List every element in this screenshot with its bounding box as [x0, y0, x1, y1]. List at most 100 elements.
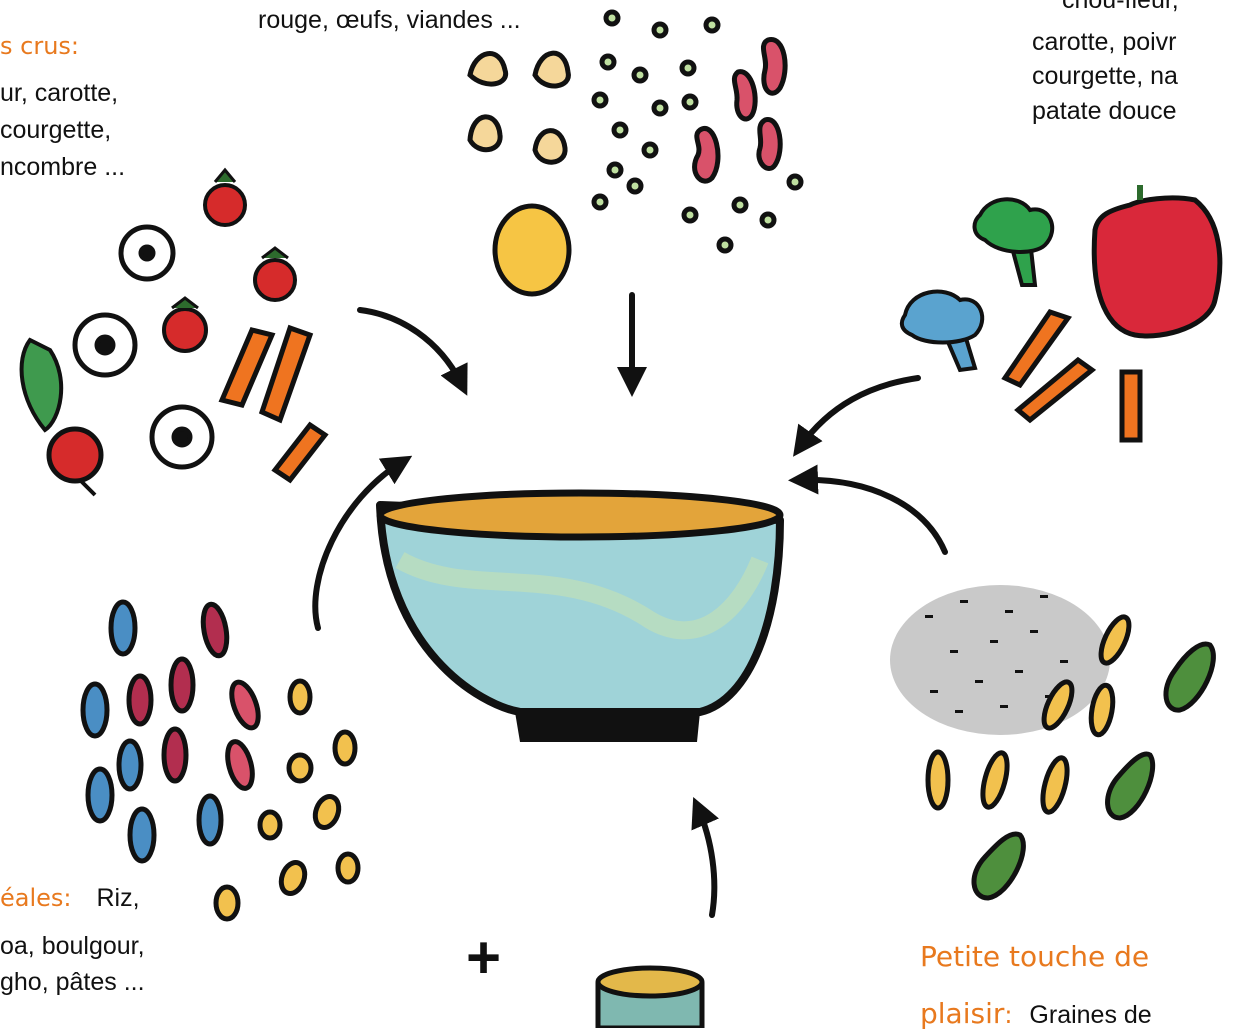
arrow-icon	[800, 480, 945, 552]
kidney-bean-icon	[763, 40, 785, 94]
grain-icon	[223, 739, 257, 791]
grain-icon	[130, 809, 154, 861]
pumpkin-seed-icon	[974, 834, 1023, 898]
lentil-icon	[602, 56, 614, 68]
grain-group	[83, 602, 358, 919]
arrow-icon	[360, 310, 462, 385]
cauliflower-icon	[902, 292, 982, 370]
left-top-line: ur, carotte,	[0, 75, 118, 112]
grain-icon	[226, 679, 263, 732]
kidney-bean-icon	[734, 72, 755, 119]
left-top-label-text: s crus	[0, 32, 71, 60]
lentil-icon	[629, 180, 641, 192]
lentil-icon	[654, 24, 666, 36]
cucumber-slice-icon	[75, 315, 135, 375]
chickpea-icon	[535, 131, 565, 163]
kidney-bean-group	[695, 40, 786, 182]
grain-icon	[171, 659, 193, 711]
chickpea-icon	[535, 53, 568, 86]
lentil-icon	[734, 199, 746, 211]
lentil-icon	[719, 239, 731, 251]
left-bottom-line: gho, pâtes ...	[0, 964, 145, 1001]
left-top-line: courgette,	[0, 112, 111, 149]
grain-icon	[119, 741, 141, 789]
left-top-label-colon: :	[71, 32, 79, 60]
lentil-icon	[654, 102, 666, 114]
grain-icon	[277, 859, 309, 897]
grain-icon	[129, 676, 151, 724]
chickpea-icon	[470, 54, 506, 84]
lentil-icon	[684, 96, 696, 108]
lentil-icon	[706, 19, 718, 31]
grain-icon	[111, 602, 135, 654]
grain-icon	[88, 769, 112, 821]
grain-icon	[311, 793, 343, 831]
chickpea-group	[470, 53, 568, 162]
left-top-line: ncombre ...	[0, 149, 125, 186]
bottom-right-label-line2: plaisir	[920, 997, 1004, 1030]
lentil-icon	[609, 164, 621, 176]
lentil-icon	[634, 69, 646, 81]
lentil-icon	[644, 144, 656, 156]
cucumber-slice-icon	[121, 227, 173, 279]
lentil-icon	[762, 214, 774, 226]
lentil-icon	[594, 196, 606, 208]
butter-dish-icon	[598, 968, 702, 1028]
carrot-stick-icon	[1122, 372, 1140, 440]
grain-icon	[290, 681, 310, 713]
top-right-line: chou-fleur,	[1062, 0, 1179, 19]
carrot-stick-icon	[222, 330, 272, 405]
lentil-icon	[614, 124, 626, 136]
chickpea-icon	[470, 117, 500, 150]
lentil-icon	[789, 176, 801, 188]
lentil-icon	[594, 94, 606, 106]
bottom-right-row: plaisir: Graines de	[920, 995, 1152, 1034]
bottom-right-label-line1: Petite touche de	[920, 938, 1149, 975]
grain-icon	[200, 602, 231, 657]
carrot-stick-icon	[275, 425, 325, 480]
tomato-icon	[164, 298, 206, 351]
left-bottom-line: oa, boulgour,	[0, 928, 145, 965]
grain-icon	[338, 854, 358, 882]
kidney-bean-icon	[759, 120, 780, 169]
red-pepper-icon	[1094, 185, 1220, 336]
grain-icon	[1038, 755, 1072, 814]
kidney-bean-icon	[695, 128, 718, 181]
tomato-icon	[205, 170, 245, 225]
bottom-right-text: Graines de	[1029, 1001, 1151, 1029]
grain-icon	[260, 812, 280, 838]
grain-icon	[978, 750, 1012, 809]
lentil-icon	[682, 62, 694, 74]
top-right-line: patate douce	[1032, 93, 1177, 130]
top-center-text: rouge, œufs, viandes ...	[258, 2, 521, 39]
lentil-icon	[684, 209, 696, 221]
grain-icon	[928, 752, 948, 808]
bottom-right-label-colon: :	[1004, 1001, 1012, 1029]
left-bottom-first-word: Riz,	[96, 884, 139, 912]
bowl-icon	[380, 493, 780, 742]
top-right-line: courgette, na	[1032, 58, 1178, 95]
grain-icon	[335, 732, 355, 764]
tomato-icon	[255, 248, 295, 300]
plus-sign: +	[466, 924, 501, 991]
grain-icon	[164, 729, 186, 781]
carrot-stick-group	[222, 328, 325, 480]
grain-icon	[199, 796, 221, 844]
pumpkin-seed-icon	[1166, 644, 1213, 710]
cucumber-slice-icon	[152, 407, 212, 467]
arrow-icon	[800, 378, 918, 447]
left-bottom-label: éales	[0, 884, 63, 912]
arrow-icon	[698, 808, 714, 915]
broccoli-icon	[975, 199, 1053, 285]
left-top-label: s crus:	[0, 28, 79, 65]
tomato-group	[164, 170, 295, 351]
pumpkin-seed-icon	[1108, 754, 1153, 818]
seed-pile-icon	[890, 585, 1110, 735]
top-right-line: carotte, poivr	[1032, 24, 1177, 61]
lentil-icon	[606, 12, 618, 24]
egg-yolk-icon	[495, 206, 569, 294]
left-bottom-label-row: éales: Riz,	[0, 880, 140, 917]
grain-icon	[216, 887, 238, 919]
grain-icon	[289, 755, 311, 781]
